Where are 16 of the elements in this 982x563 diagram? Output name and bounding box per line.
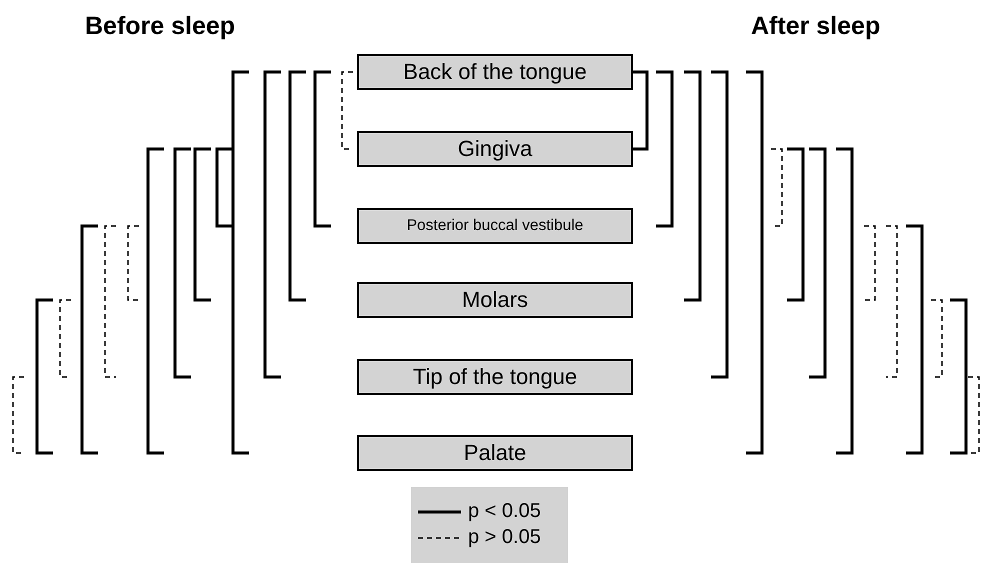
region-label: Back of the tongue — [403, 59, 587, 85]
region-label: Gingiva — [458, 136, 532, 162]
legend-label: p < 0.05 — [468, 500, 541, 523]
region-label: Palate — [464, 440, 526, 466]
region-box — [357, 359, 633, 395]
region-label: Posterior buccal vestibule — [406, 217, 584, 235]
region-box — [357, 54, 633, 90]
region-label: Molars — [462, 287, 528, 313]
region-box — [357, 282, 633, 318]
column-heading: After sleep — [751, 12, 880, 41]
region-box — [357, 131, 633, 167]
region-box — [357, 208, 633, 244]
column-heading: Before sleep — [85, 12, 236, 41]
region-label: Tip of the tongue — [412, 364, 578, 390]
region-box — [357, 435, 633, 471]
legend-label: p > 0.05 — [468, 526, 541, 549]
